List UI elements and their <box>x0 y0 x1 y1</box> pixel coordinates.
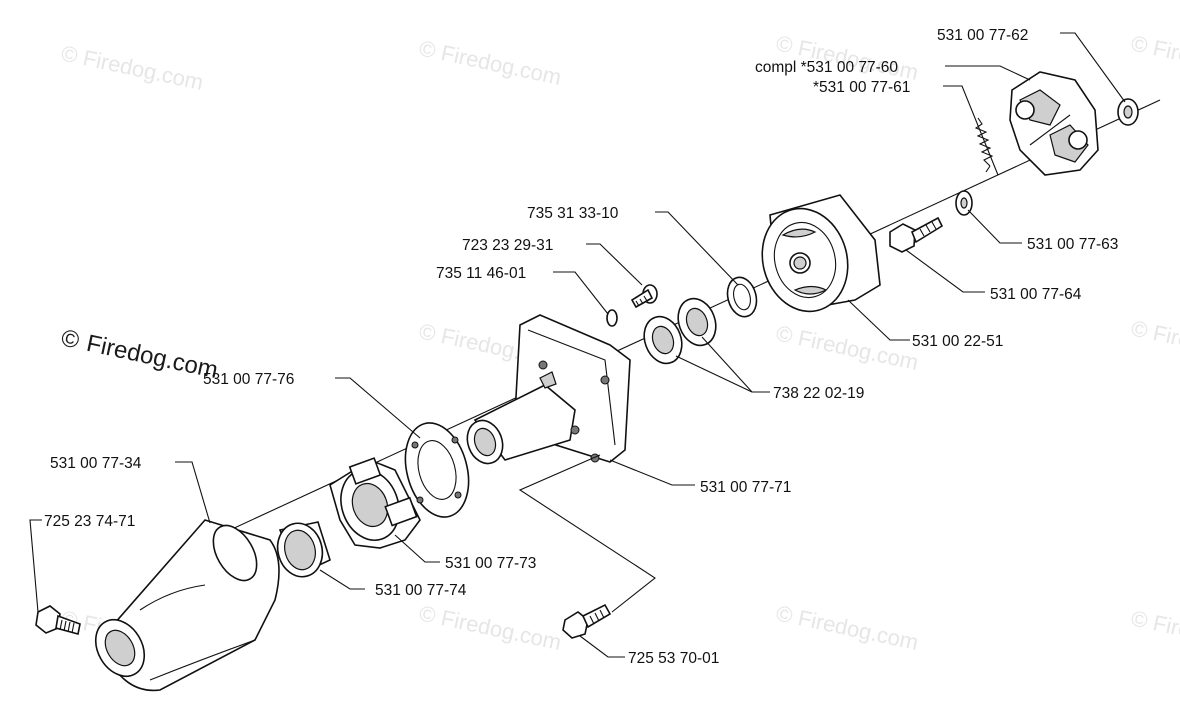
part-label: *531 00 77-61 <box>813 79 910 96</box>
part-label: 531 00 77-62 <box>937 27 1028 44</box>
watermark: © Firedog.com <box>1129 605 1180 660</box>
clutch-housing <box>466 314 631 465</box>
svg-text:©: © <box>59 324 82 354</box>
part-label: 735 11 46-01 <box>436 265 526 282</box>
part-labels: 531 00 77-62 compl *531 00 77-60 *531 00… <box>44 27 1118 667</box>
bolt-725-23-74-71 <box>35 605 81 635</box>
washer-531-00-77-62 <box>1117 98 1139 126</box>
watermark: © Firedog.com <box>417 600 564 655</box>
svg-text:Firedog.com: Firedog.com <box>84 330 220 384</box>
bearing-sleeve <box>276 521 331 578</box>
bolt-531-00-77-64 <box>889 216 944 253</box>
part-label: 531 00 77-64 <box>990 286 1082 303</box>
part-label: 738 22 02-19 <box>773 385 864 402</box>
bearings-738-22-02-19 <box>643 297 717 365</box>
watermark-prominent: © Firedog.com <box>59 324 221 384</box>
watermark: © Firedog.com <box>774 320 921 375</box>
part-label: 531 00 77-73 <box>445 555 536 572</box>
part-label: 725 23 74-71 <box>44 513 135 530</box>
watermark: © Firedog.com <box>1129 315 1180 370</box>
watermark: © Firedog.com <box>59 40 206 95</box>
part-label: compl *531 00 77-60 <box>755 59 898 76</box>
washer-531-00-77-63 <box>955 190 973 216</box>
part-label: 725 53 70-01 <box>628 650 719 667</box>
flange-plate <box>404 422 470 518</box>
leader-lines <box>29 32 1126 658</box>
watermark: © Firedog.com <box>774 30 921 85</box>
part-label: 531 00 77-63 <box>1027 236 1118 253</box>
screw-725-53-70-01 <box>562 603 612 639</box>
coupling-ring <box>329 457 421 549</box>
part-label: 531 00 77-76 <box>203 371 294 388</box>
part-label: 531 00 77-74 <box>375 582 467 599</box>
clutch-assembly <box>1009 71 1099 176</box>
watermark: © Firedog.com <box>417 35 564 90</box>
part-label: 531 00 77-34 <box>50 455 142 472</box>
watermark: © Firedog.com <box>774 600 921 655</box>
clutch-drum <box>761 194 881 313</box>
gear-housing-cone <box>94 519 280 692</box>
screw-723-23-29-31 <box>630 284 658 309</box>
circlip-735-31-33-10 <box>726 276 758 318</box>
watermark: © Firedog.com <box>1129 30 1180 85</box>
part-label: 531 00 77-71 <box>700 479 791 496</box>
washer-735-11-46-01 <box>606 309 618 327</box>
part-label: 735 31 33-10 <box>527 205 619 222</box>
part-label: 531 00 22-51 <box>912 333 1003 350</box>
part-label: 723 23 29-31 <box>462 237 553 254</box>
